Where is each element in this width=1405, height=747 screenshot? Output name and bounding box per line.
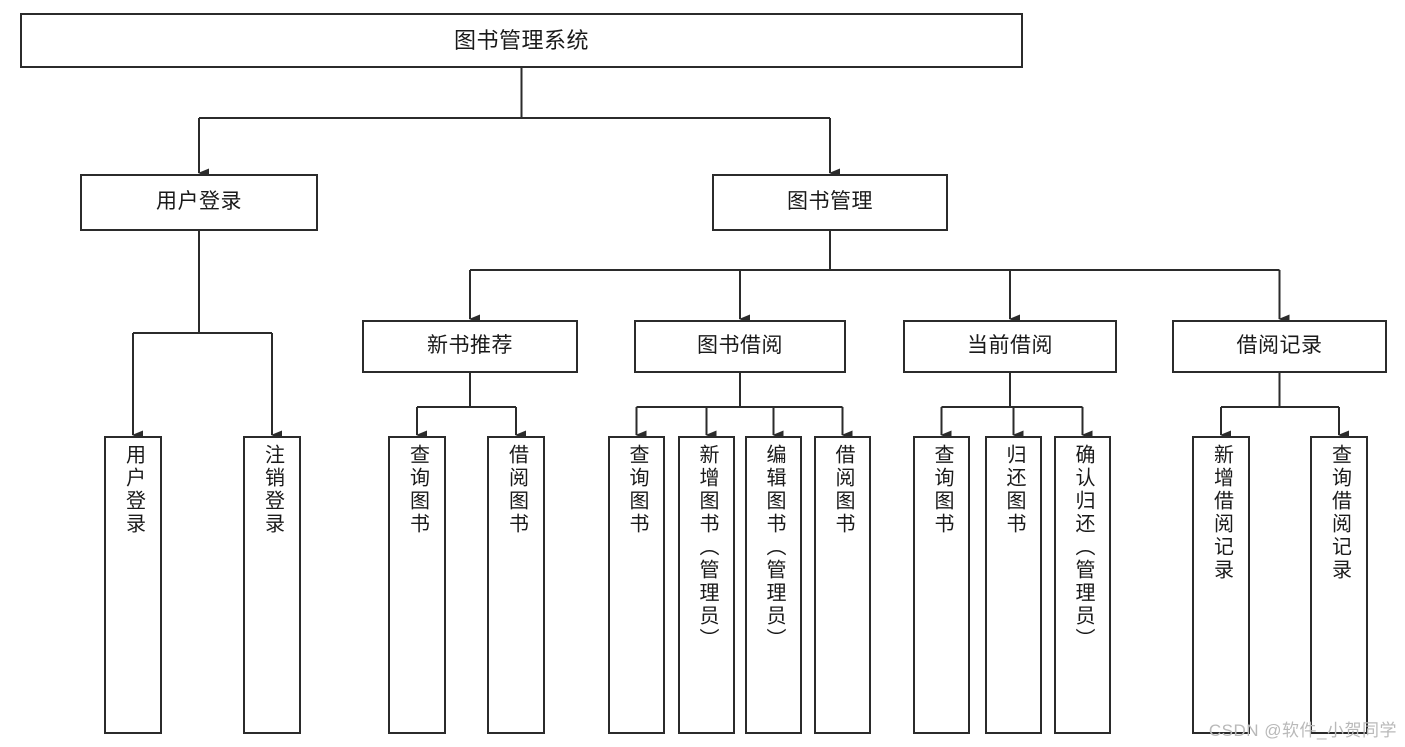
node-label: 查询图书	[406, 444, 429, 536]
node-label: 借阅图书	[832, 444, 854, 536]
node-leaf-edit-book-admin[interactable]: 编辑图书（管理员）	[745, 436, 802, 734]
node-leaf-query-borrow-record[interactable]: 查询借阅记录	[1310, 436, 1368, 734]
node-label: 新增图书（管理员）	[696, 444, 718, 651]
node-root[interactable]: 图书管理系统	[20, 13, 1023, 68]
node-leaf-query-book-borrow[interactable]: 查询图书	[608, 436, 665, 734]
node-label: 用户登录	[156, 190, 242, 214]
node-user-login[interactable]: 用户登录	[80, 174, 318, 231]
node-label: 图书管理	[787, 190, 873, 214]
node-label: 新书推荐	[427, 334, 513, 358]
node-label: 图书管理系统	[453, 27, 589, 53]
node-leaf-query-book-recommend[interactable]: 查询图书	[388, 436, 446, 734]
node-current-borrow[interactable]: 当前借阅	[903, 320, 1117, 373]
node-label: 查询图书	[931, 444, 953, 536]
node-leaf-return-book[interactable]: 归还图书	[985, 436, 1042, 734]
node-label: 用户登录	[122, 444, 145, 536]
node-label: 查询图书	[626, 444, 648, 536]
node-leaf-logout[interactable]: 注销登录	[243, 436, 301, 734]
node-book-borrow[interactable]: 图书借阅	[634, 320, 846, 373]
node-leaf-add-book-admin[interactable]: 新增图书（管理员）	[678, 436, 735, 734]
node-label: 图书借阅	[697, 334, 783, 358]
node-label: 归还图书	[1003, 444, 1025, 536]
node-label: 借阅图书	[505, 444, 528, 536]
node-leaf-borrow-book-recommend[interactable]: 借阅图书	[487, 436, 545, 734]
node-label: 新增借阅记录	[1210, 444, 1233, 582]
node-label: 编辑图书（管理员）	[763, 444, 785, 651]
node-label: 注销登录	[261, 444, 284, 536]
node-leaf-confirm-return-admin[interactable]: 确认归还（管理员）	[1054, 436, 1111, 734]
watermark: CSDN @软件_小贺同学	[1208, 721, 1397, 740]
node-book-manage[interactable]: 图书管理	[712, 174, 948, 231]
node-leaf-borrow-book[interactable]: 借阅图书	[814, 436, 871, 734]
node-label: 查询借阅记录	[1328, 444, 1351, 582]
node-leaf-query-book-current[interactable]: 查询图书	[913, 436, 970, 734]
node-label: 当前借阅	[967, 334, 1053, 358]
node-borrow-record[interactable]: 借阅记录	[1172, 320, 1387, 373]
node-leaf-user-login[interactable]: 用户登录	[104, 436, 162, 734]
node-label: 借阅记录	[1236, 334, 1323, 358]
node-leaf-add-borrow-record[interactable]: 新增借阅记录	[1192, 436, 1250, 734]
node-new-book-recommend[interactable]: 新书推荐	[362, 320, 578, 373]
node-label: 确认归还（管理员）	[1072, 444, 1094, 651]
